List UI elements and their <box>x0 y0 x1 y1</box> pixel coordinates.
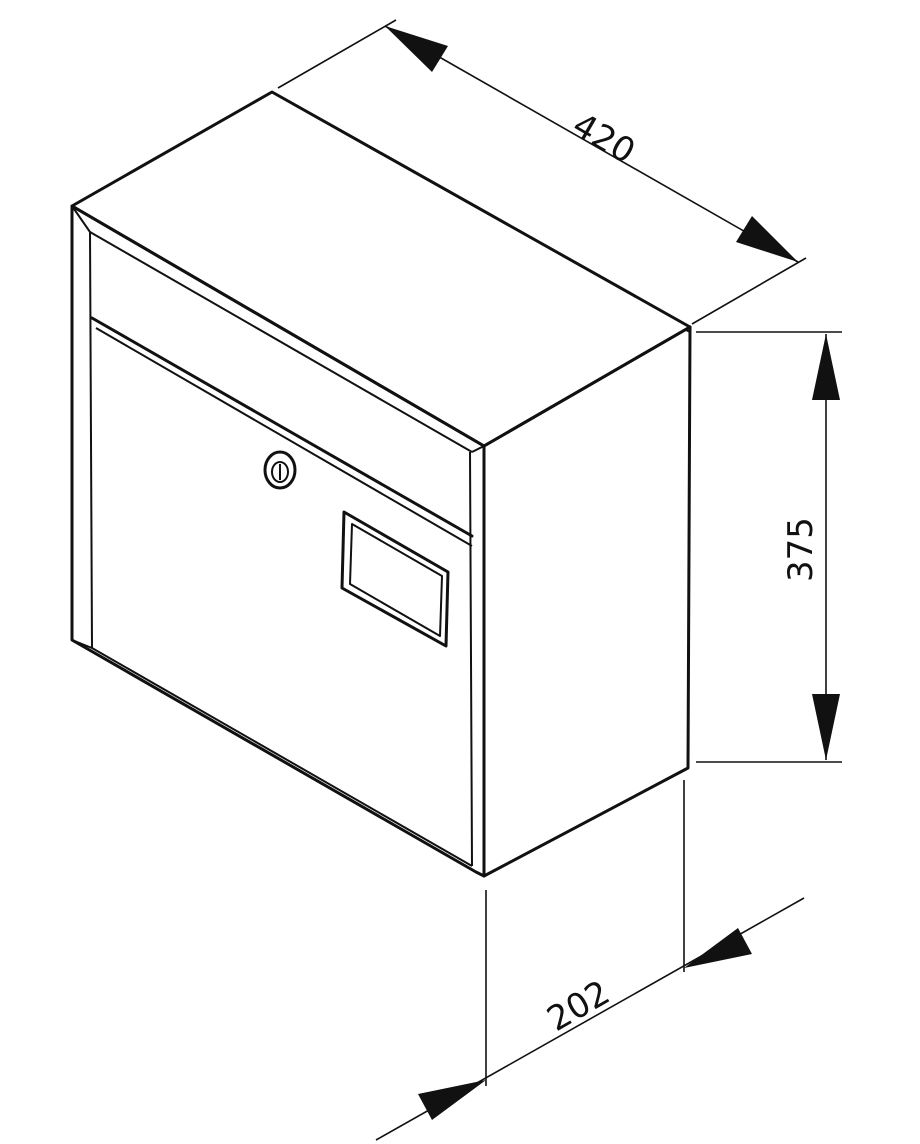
top-back-corner <box>685 329 691 333</box>
flap-top-edge <box>90 316 474 538</box>
top-front-edge <box>89 231 473 453</box>
width-extension-left <box>277 19 397 89</box>
name-plate-window <box>340 510 450 648</box>
lock-icon <box>263 450 297 490</box>
depth-label: 202 <box>541 973 617 1040</box>
width-arrow-start <box>385 26 448 72</box>
front-left-trim <box>71 205 93 649</box>
depth-arrow-back <box>684 928 752 968</box>
height-label: 375 <box>781 517 821 582</box>
door-bottom-edge <box>91 647 473 867</box>
depth-dimension: 202 <box>375 780 805 1141</box>
mailbox-body <box>70 90 692 878</box>
front-right-trim <box>469 445 485 867</box>
width-extension-right <box>691 257 807 325</box>
depth-arrow-front <box>418 1080 486 1120</box>
height-dimension: 375 <box>696 331 842 763</box>
flap-top-edge-inner <box>95 327 473 547</box>
width-dimension-line <box>384 25 799 263</box>
height-arrow-top <box>812 334 840 400</box>
width-label: 420 <box>566 105 642 172</box>
side-face <box>482 325 692 878</box>
height-arrow-bottom <box>812 694 840 760</box>
width-arrow-end <box>736 216 798 262</box>
width-dimension: 420 <box>277 19 807 325</box>
front-face <box>70 204 486 878</box>
